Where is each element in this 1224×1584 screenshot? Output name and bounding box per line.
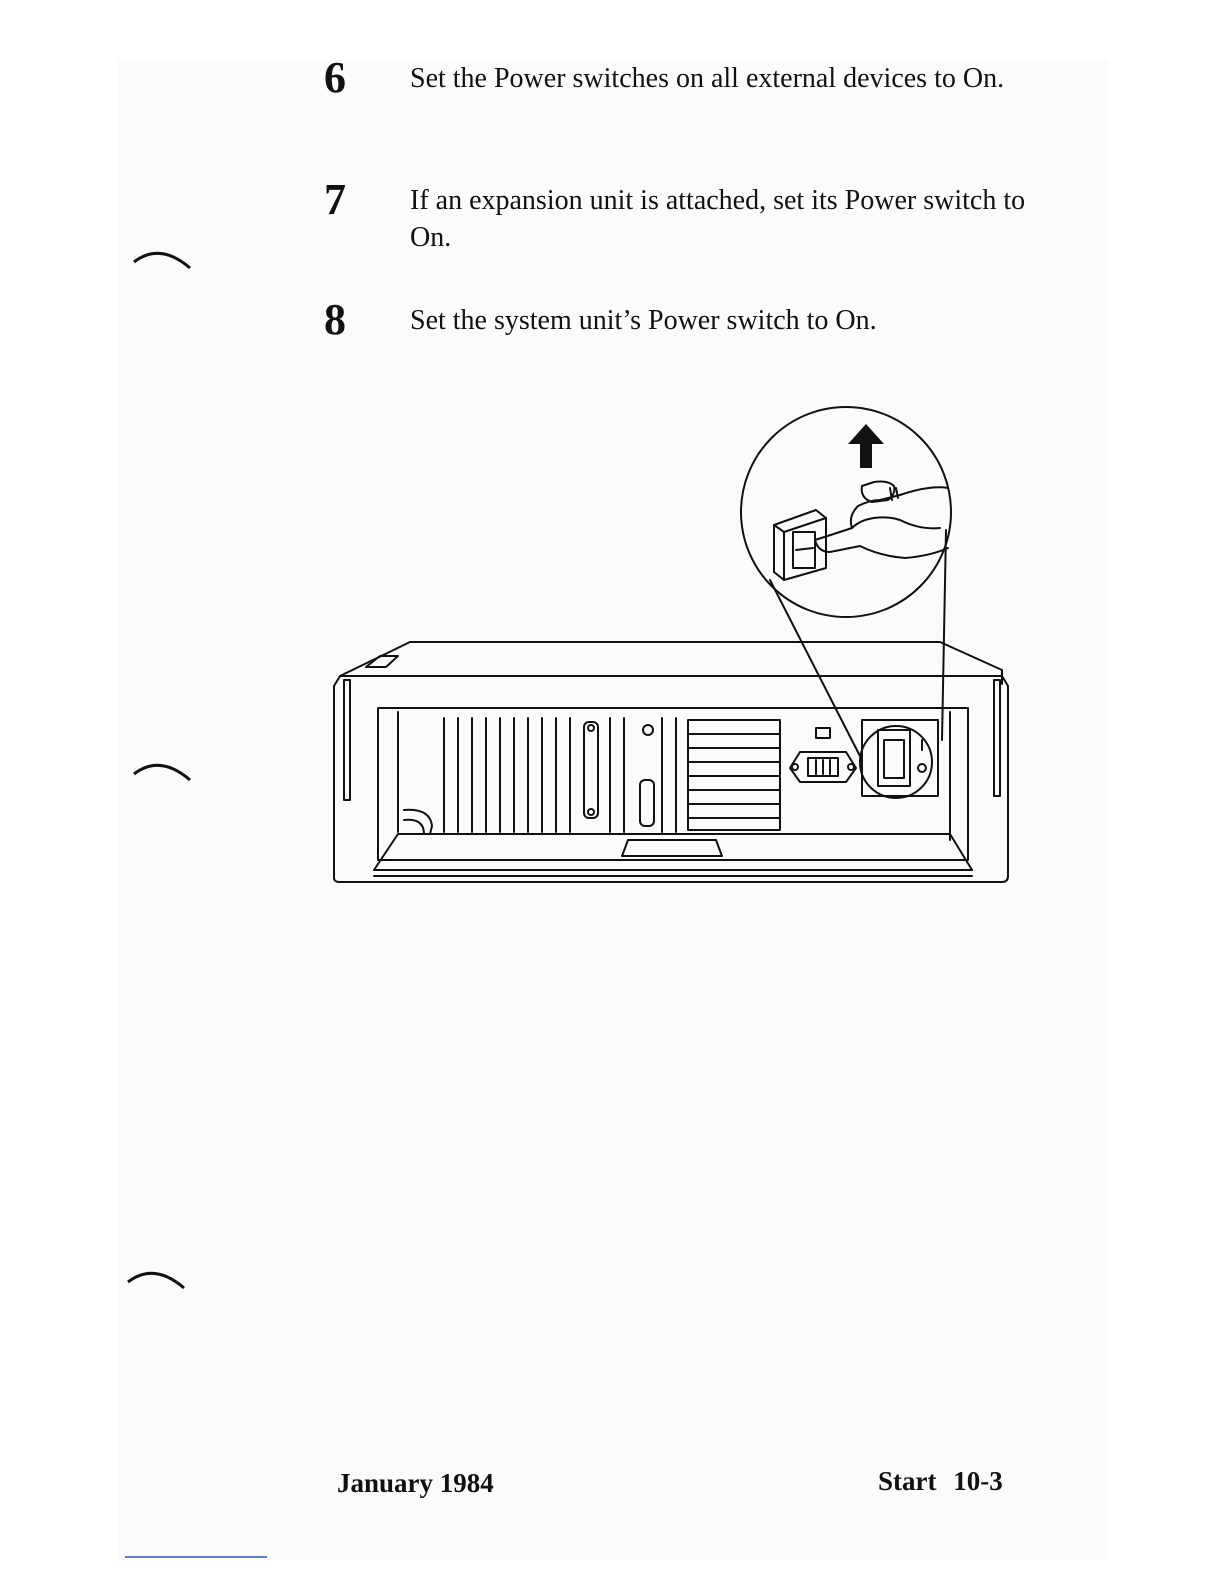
system-unit-top bbox=[340, 642, 1002, 684]
hand-pressing-switch bbox=[815, 482, 948, 559]
step-text: Set the system unit’s Power switch to On… bbox=[410, 302, 1030, 339]
system-unit-power-switch-illustration bbox=[326, 400, 1026, 890]
serial-port bbox=[640, 780, 654, 826]
binder-hole-mark-middle bbox=[130, 752, 200, 792]
binder-hole-mark-bottom bbox=[124, 1260, 194, 1300]
footer-section-page: Start 10-3 bbox=[878, 1466, 1003, 1497]
step-number: 7 bbox=[324, 178, 346, 222]
step-text: If an expansion unit is attached, set it… bbox=[410, 182, 1030, 256]
step-number: 6 bbox=[324, 56, 346, 100]
binder-hole-mark-top bbox=[130, 240, 200, 280]
rocker-switch-closeup bbox=[774, 510, 826, 580]
up-arrow-icon bbox=[848, 424, 884, 468]
page-edge-rule bbox=[125, 1556, 267, 1558]
power-socket bbox=[790, 728, 856, 782]
power-switch bbox=[860, 720, 938, 798]
step-number: 8 bbox=[324, 298, 346, 342]
footer-date: January 1984 bbox=[337, 1468, 494, 1499]
expansion-slots bbox=[444, 718, 676, 832]
parallel-port bbox=[584, 722, 598, 818]
step-text: Set the Power switches on all external d… bbox=[410, 60, 1030, 97]
fan-vents bbox=[688, 720, 780, 830]
